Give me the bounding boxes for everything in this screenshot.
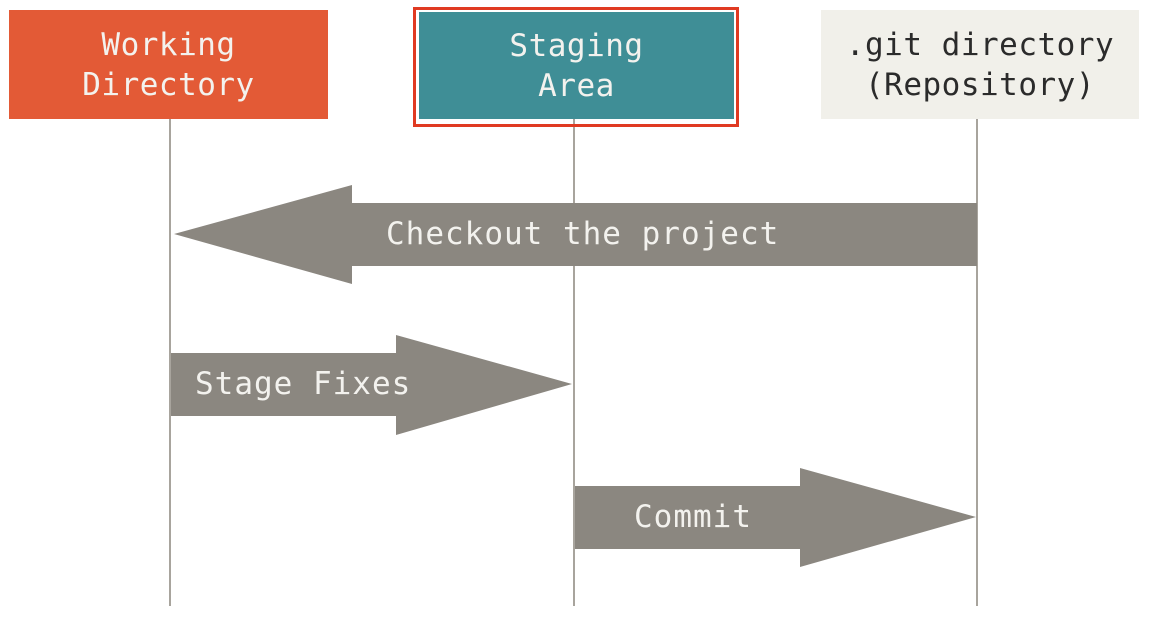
staging-area-box: Staging Area xyxy=(419,12,734,119)
commit-arrow-label: Commit xyxy=(634,499,752,535)
commit-arrow xyxy=(575,468,976,567)
repository-box: .git directory (Repository) xyxy=(821,10,1139,119)
stage-fixes-arrow-label: Stage Fixes xyxy=(195,366,412,402)
staging-area-title-line1: Staging xyxy=(509,27,644,64)
staging-area-title-line2: Area xyxy=(538,67,615,104)
stage-fixes-arrow xyxy=(171,335,572,435)
repository-title-line1: .git directory xyxy=(845,26,1115,63)
working-directory-box: Working Directory xyxy=(9,10,328,119)
working-directory-title-line2: Directory xyxy=(82,66,255,103)
checkout-arrow-label: Checkout the project xyxy=(386,216,780,252)
working-directory-title-line1: Working xyxy=(101,26,236,63)
checkout-arrow xyxy=(174,185,977,284)
repository-title-line2: (Repository) xyxy=(865,66,1095,103)
